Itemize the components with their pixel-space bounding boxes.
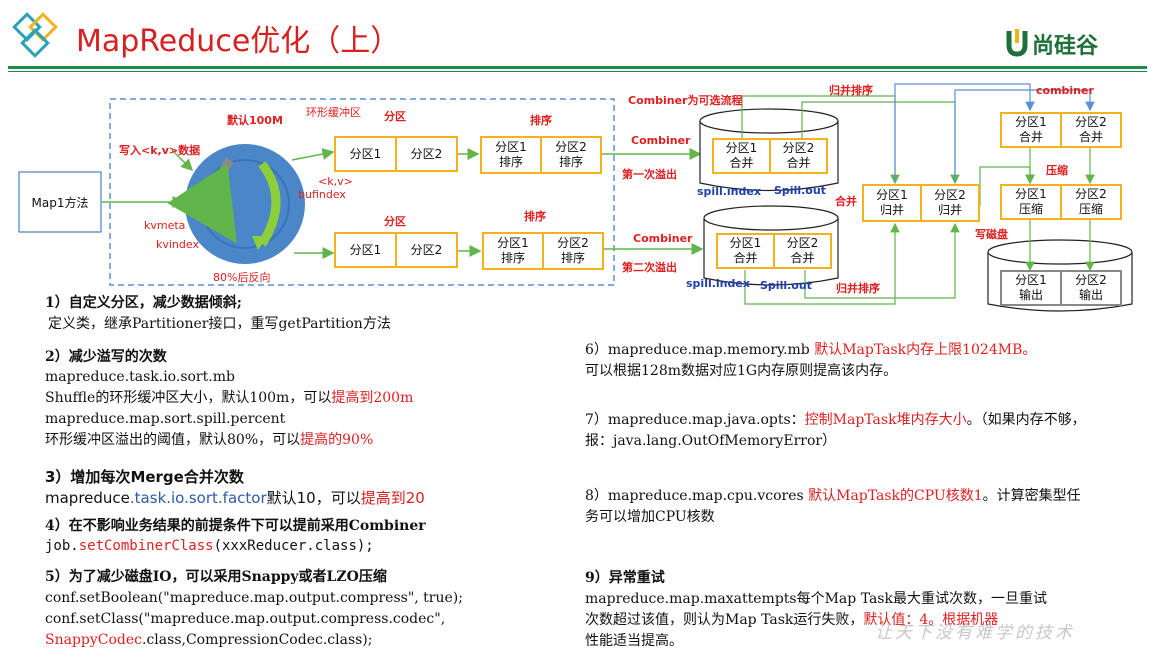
partition-2-merge-cell: 分区2 归并	[920, 186, 978, 220]
item9-heading: 9）异常重试	[585, 570, 665, 586]
item1-line: 定义类，继承Partitioner接口，重写getPartition方法	[48, 316, 391, 332]
item7-line1: 7）mapreduce.map.java.opts：控制MapTask堆内存大小…	[585, 412, 1086, 428]
item5-heading: 5）为了减少磁盘IO，可以采用Snappy或者LZO压缩	[45, 569, 387, 585]
item2-heading: 2）减少溢写的次数	[45, 349, 167, 365]
partition-1-combine-cell: 分区1 合并	[1015, 115, 1047, 144]
partition-1-sort-cell: 分区1 排序	[497, 236, 529, 265]
combine-box-2: 分区1 合并 分区2 合并	[716, 233, 832, 269]
compress-box: 分区1 压缩 分区2 压缩	[1000, 184, 1122, 220]
merge-label: 合并	[835, 195, 857, 208]
default-100m-label: 默认100M	[227, 114, 283, 127]
page-title: MapReduce优化（上）	[76, 24, 401, 59]
item2-line3: mapreduce.map.sort.spill.percent	[45, 411, 286, 427]
write-disk-label: 写磁盘	[975, 228, 1008, 241]
partition-1-sort-cell: 分区1 排序	[495, 140, 527, 169]
kv-label: <k,v>	[318, 175, 353, 188]
merge-box: 分区1 归并 分区2 归并	[862, 184, 980, 222]
partition-1-compress-cell: 分区1 压缩	[1015, 187, 1047, 216]
item4-heading: 4）在不影响业务结果的前提条件下可以提前采用Combiner	[45, 518, 426, 534]
item9-line3: 性能适当提高。	[585, 633, 683, 649]
item9-line2: 次数超过该值，则认为Map Task运行失败，默认值：4。根据机器	[585, 612, 999, 628]
logo-diamonds-icon	[12, 12, 58, 58]
combiner-lower-label: combiner	[1036, 84, 1094, 97]
combiner-label-1: Combiner	[631, 134, 691, 147]
brand-logo-icon	[1006, 29, 1028, 57]
partition-label-2: 分区	[384, 215, 406, 228]
item8-line2: 务可以增加CPU核数	[585, 509, 715, 525]
second-spill-label: 第二次溢出	[622, 261, 677, 274]
combiner-optional-label: Combiner为可选流程	[628, 94, 743, 107]
item7-line2: 报：java.lang.OutOfMemoryError）	[585, 433, 837, 449]
item8-line1: 8）mapreduce.map.cpu.vcores 默认MapTask的CPU…	[585, 488, 1081, 504]
merge-sort-label-2: 归并排序	[836, 282, 880, 295]
combine-box-1: 分区1 合并 分区2 合并	[712, 138, 828, 174]
item2-line1: mapreduce.task.io.sort.mb	[45, 369, 235, 385]
partition-1-merge-cell: 分区1 归并	[876, 188, 908, 217]
header-divider-thin	[8, 71, 1147, 72]
partition-2-cell: 分区2	[395, 234, 456, 266]
partition-box-2: 分区1 分区2	[334, 232, 458, 268]
item2-line4: 环形缓冲区溢出的阈值，默认80%，可以提高的90%	[45, 432, 374, 448]
kvmeta-label: kvmeta	[144, 219, 186, 232]
partition-2-combine-cell: 分区2 合并	[769, 140, 826, 172]
spill-index-label-1: spill.index	[697, 185, 761, 198]
partition-1-combine-cell: 分区1 合并	[729, 236, 762, 265]
partition-box-1: 分区1 分区2	[334, 136, 458, 172]
write-kv-label: 写入<k,v>数据	[119, 144, 201, 157]
merge-sort-label-1: 归并排序	[829, 84, 873, 97]
combiner-label-2: Combiner	[633, 232, 693, 245]
sort-label-2: 排序	[524, 210, 546, 223]
item6-line1: 6）mapreduce.map.memory.mb 默认MapTask内存上限1…	[585, 342, 1037, 358]
output-box: 分区1 输出 分区2 输出	[1000, 270, 1122, 306]
partition-2-combine-cell: 分区2 合并	[773, 235, 830, 267]
brand-name: 尚硅谷	[1032, 34, 1099, 59]
partition-1-cell: 分区1	[349, 146, 382, 161]
partition-2-output-cell: 分区2 输出	[1060, 272, 1120, 304]
partition-1-output-cell: 分区1 输出	[1015, 273, 1047, 302]
spill-index-label-2: spill.index	[686, 277, 750, 290]
map1-box	[18, 171, 102, 233]
kvindex-label: kvindex	[156, 238, 199, 251]
item5-line1: conf.setBoolean("mapreduce.map.output.co…	[45, 590, 463, 606]
partition-2-cell: 分区2	[395, 138, 456, 170]
first-spill-label: 第一次溢出	[622, 168, 677, 181]
item4-code: job.setCombinerClass(xxxReducer.class);	[45, 538, 374, 554]
item9-line1: mapreduce.map.maxattempts每个Map Task最大重试次…	[585, 591, 1047, 607]
map-task-boundary	[109, 98, 615, 286]
compress-label: 压缩	[1046, 164, 1068, 177]
ring-buffer-label: 环形缓冲区	[306, 106, 361, 119]
partition-2-compress-cell: 分区2 压缩	[1060, 186, 1120, 218]
bufindex-label: bufindex	[298, 188, 346, 201]
partition-2-sort-cell: 分区2 排序	[542, 234, 602, 268]
item1-heading: 1）自定义分区，减少数据倾斜;	[45, 295, 242, 311]
reverse-80-label: 80%后反向	[213, 271, 271, 284]
partition-2-combine-cell: 分区2 合并	[1060, 114, 1120, 146]
item5-line3: SnappyCodec.class,CompressionCodec.class…	[45, 632, 373, 648]
ring-buffer-icon	[185, 144, 305, 264]
sort-label-1: 排序	[530, 114, 552, 127]
item2-line2: Shuffle的环形缓冲区大小，默认100m，可以提高到200m	[45, 390, 414, 406]
map1-label: Map1方法	[31, 195, 89, 210]
header-divider	[8, 66, 1147, 69]
partition-1-combine-cell: 分区1 合并	[725, 141, 758, 170]
sort-box-2: 分区1 排序 分区2 排序	[482, 232, 604, 270]
item3-line: mapreduce.task.io.sort.factor默认10，可以提高到2…	[45, 489, 425, 507]
spill-out-label-2: Spill.out	[760, 279, 812, 292]
sort-box-1: 分区1 排序 分区2 排序	[480, 136, 602, 174]
item3-heading: 3）增加每次Merge合并次数	[45, 468, 244, 486]
final-combine-box: 分区1 合并 分区2 合并	[1000, 112, 1122, 148]
item5-line2: conf.setClass("mapreduce.map.output.comp…	[45, 611, 446, 627]
partition-1-cell: 分区1	[349, 242, 382, 257]
item6-line2: 可以根据128m数据对应1G内存原则提高该内存。	[585, 363, 898, 379]
watermark-slogan: 让天下没有难学的技术	[875, 623, 1075, 643]
partition-label-1: 分区	[384, 110, 406, 123]
spill-out-label-1: Spill.out	[774, 184, 826, 197]
partition-2-sort-cell: 分区2 排序	[540, 138, 600, 172]
